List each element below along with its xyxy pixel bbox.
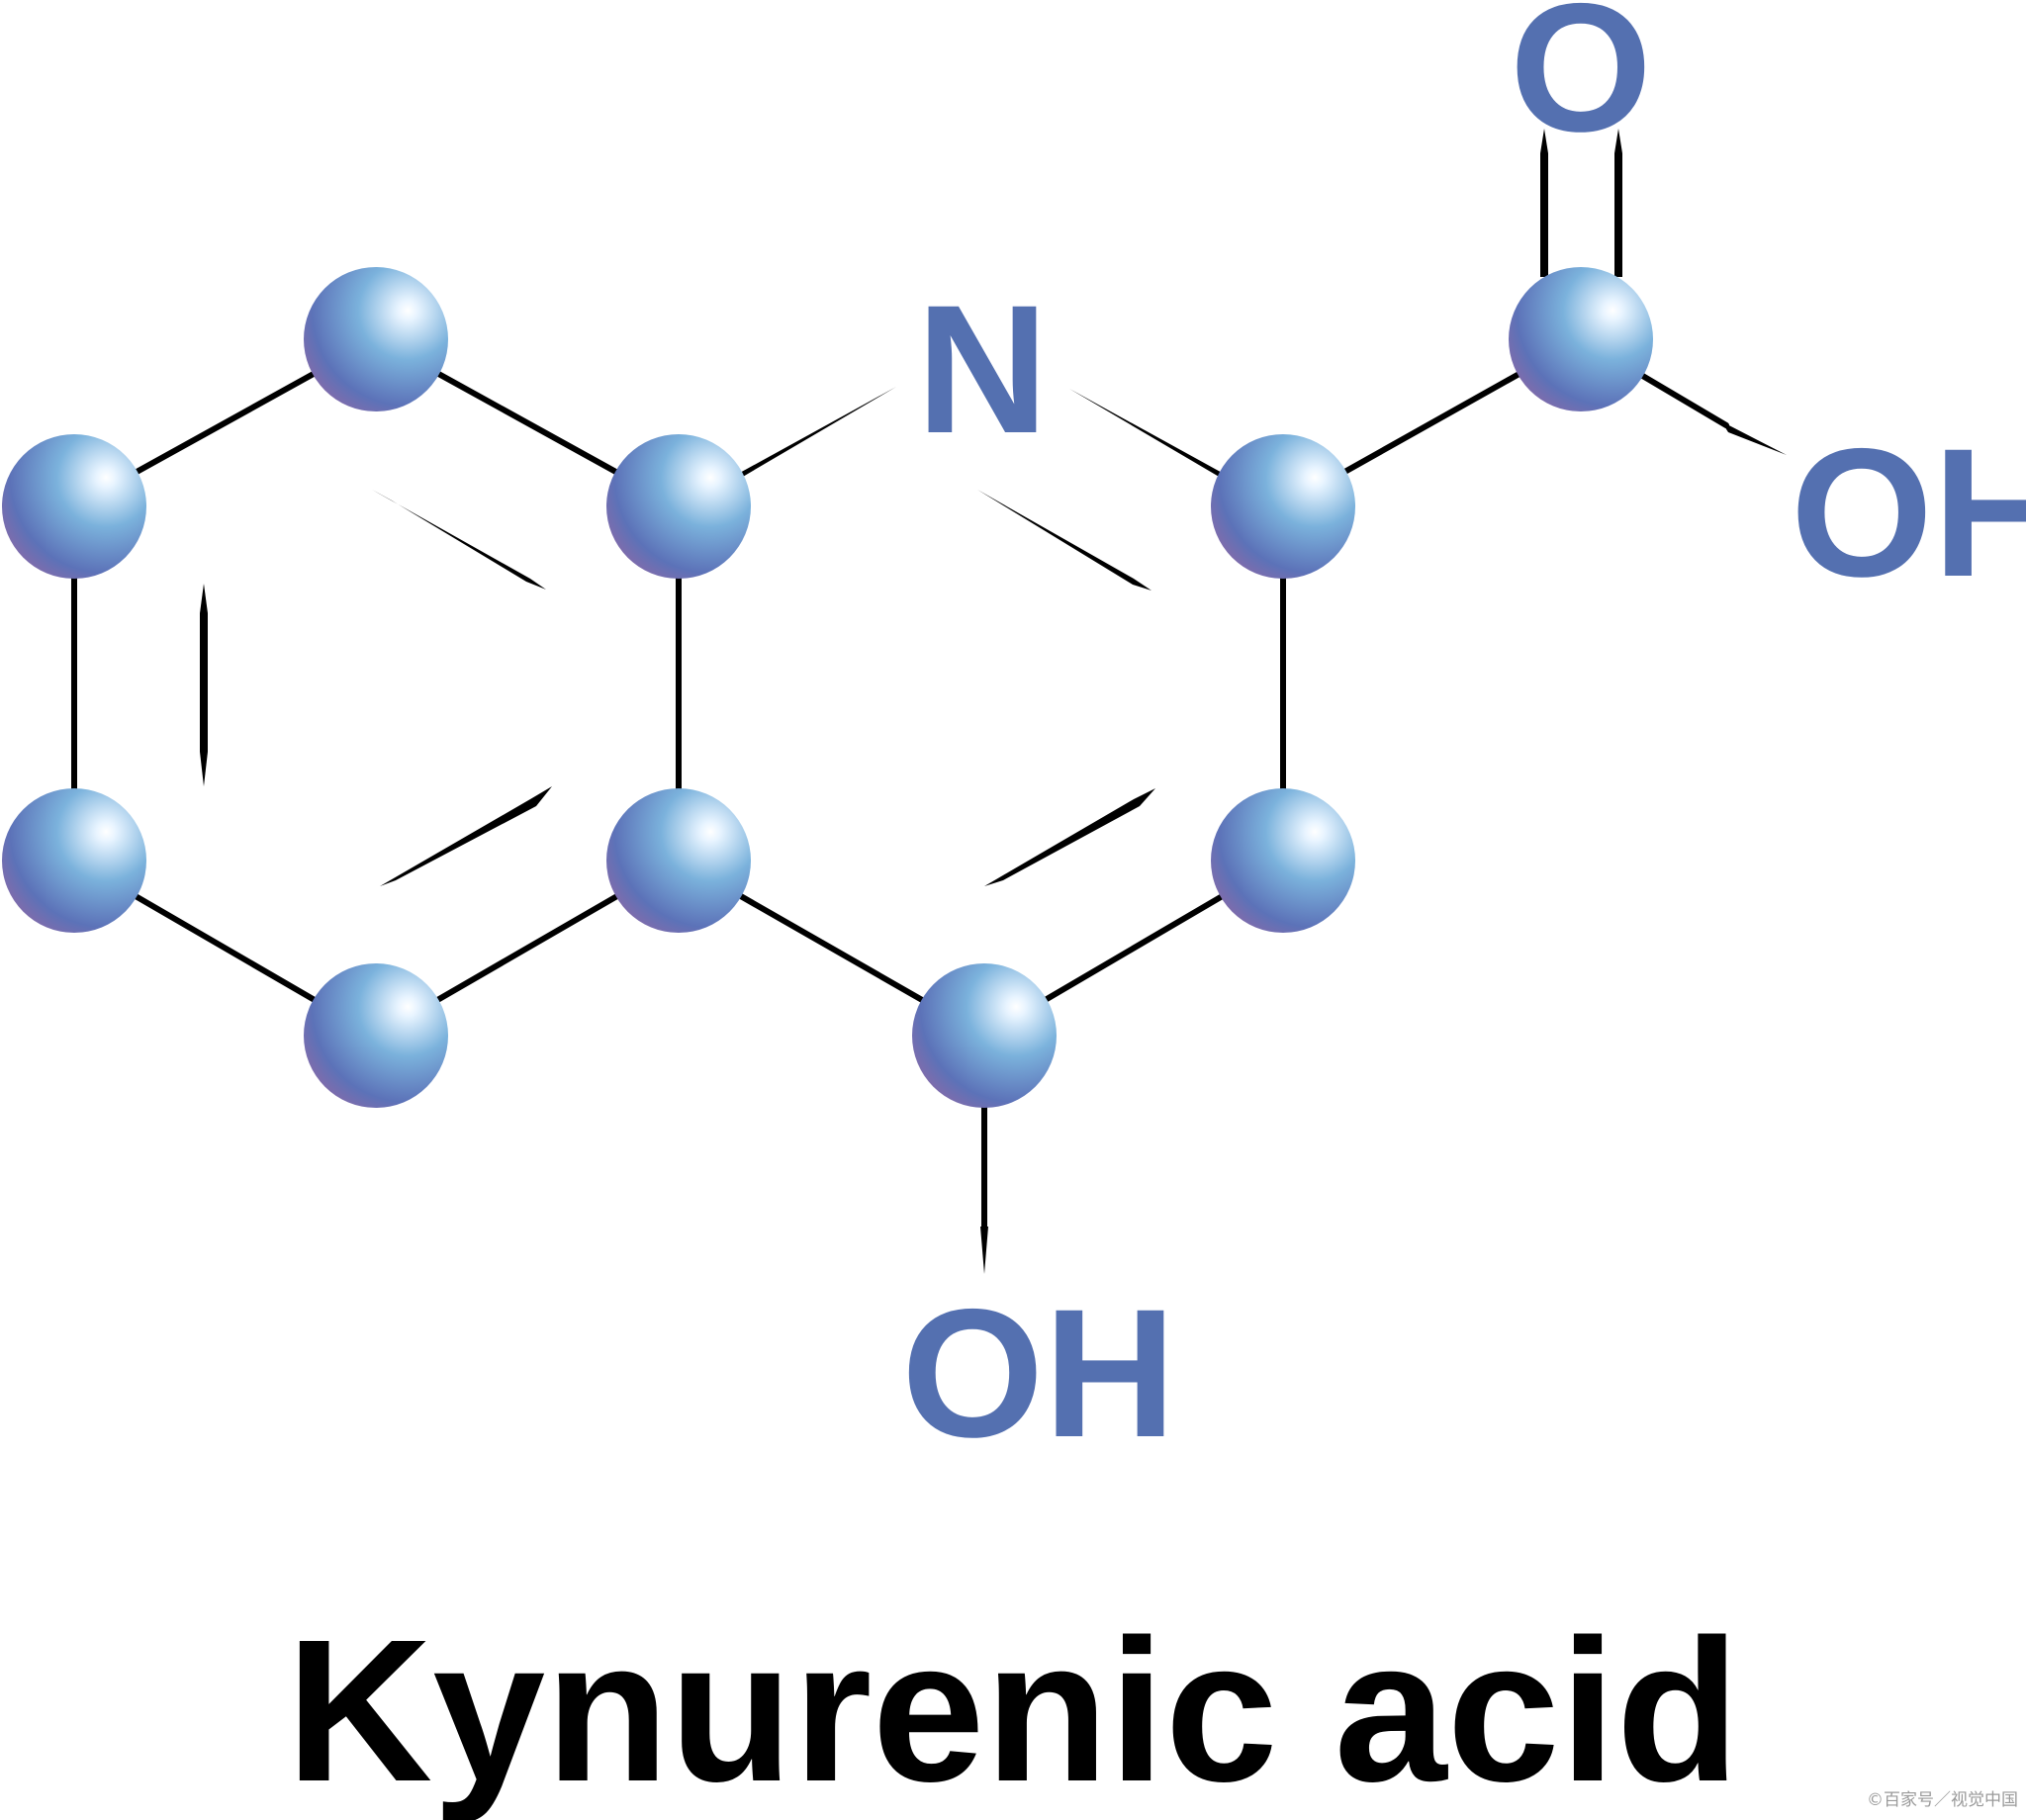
molecule-title: Kynurenic acid — [286, 1597, 1740, 1820]
nitrogen-label: N — [916, 268, 1049, 472]
inner-bond-right-top — [977, 490, 1151, 591]
carbon-atom-5 — [304, 963, 448, 1108]
bond-co-left — [1540, 129, 1548, 277]
watermark: ©百家号／视觉中国 — [1867, 1790, 2018, 1810]
atom-labels: N O OH OH — [901, 0, 2026, 1476]
carbon-atom-7 — [912, 963, 1057, 1108]
carbon-atom-8 — [1211, 788, 1355, 933]
ring-hydroxyl-label: OH — [901, 1272, 1176, 1476]
bond-co-right — [1614, 129, 1622, 277]
bond-c7-oh-tip — [980, 1227, 988, 1274]
aromatic-inner-bonds — [200, 490, 1155, 886]
carbon-atom-4 — [606, 788, 751, 933]
carbonyl-oxygen-label: O — [1510, 0, 1652, 170]
inner-bond-left-top — [372, 490, 546, 590]
carbon-atom-3 — [606, 434, 751, 579]
single-bonds — [71, 336, 1729, 1229]
carbon-atom-9 — [1211, 434, 1355, 579]
bond-oh-tip — [1721, 421, 1787, 455]
inner-bond-left-vertical — [200, 584, 208, 786]
inner-bond-right-bottom — [984, 788, 1155, 886]
carbon-atom-1 — [2, 434, 146, 579]
carbon-atom-6 — [2, 788, 146, 933]
carbon-atom-2 — [304, 267, 448, 411]
carbon-atom-10 — [1509, 267, 1653, 411]
inner-bond-left-bottom — [380, 786, 552, 886]
carbon-atoms — [2, 267, 1653, 1108]
carboxyl-hydroxyl-label: OH — [1791, 411, 2026, 615]
